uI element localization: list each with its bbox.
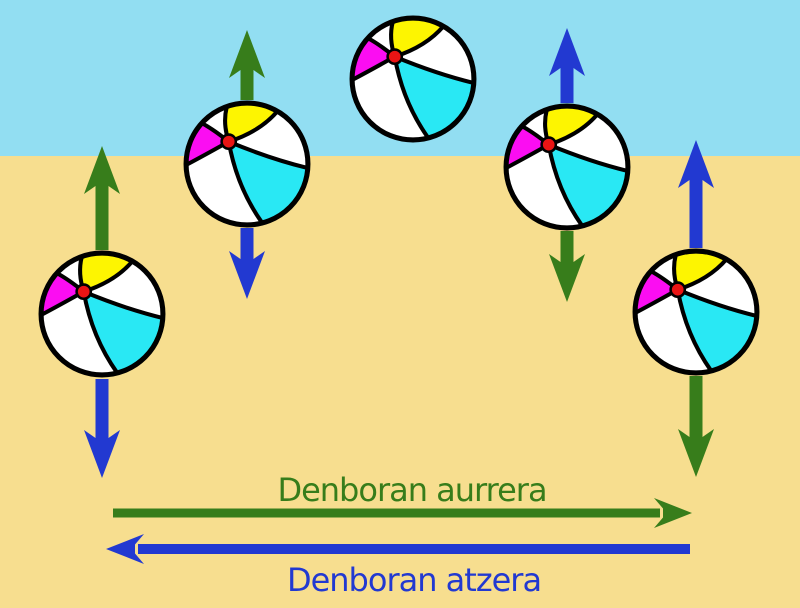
sand-background: [0, 156, 800, 608]
velocity-arrow-up-blue: [678, 140, 714, 248]
time-forward-label: Denboran aurrera: [277, 471, 547, 509]
velocity-arrow-down-blue: [84, 379, 120, 478]
time-forward-arrow: [113, 498, 692, 528]
velocity-arrow-down-green: [549, 231, 585, 302]
velocity-arrow-up-blue: [549, 28, 585, 103]
beach-ball: [38, 250, 166, 378]
beach-ball: [503, 103, 631, 231]
velocity-arrow-up-green: [229, 30, 265, 100]
time-backward-label: Denboran atzera: [286, 561, 542, 599]
beach-ball: [349, 15, 477, 143]
velocity-arrow-up-green: [84, 146, 120, 250]
time-backward-arrow: [106, 534, 690, 564]
beach-ball: [632, 248, 760, 376]
beach-ball: [183, 100, 311, 228]
velocity-arrow-down-green: [678, 376, 714, 477]
velocity-arrow-down-blue: [229, 228, 265, 299]
